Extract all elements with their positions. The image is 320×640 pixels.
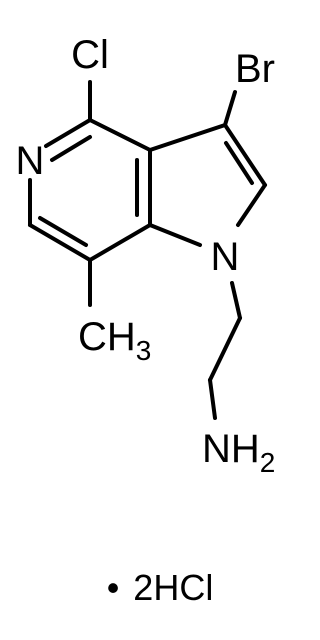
salt-bullet: • [107, 567, 120, 608]
salt-notation: • 2HCl [107, 567, 214, 608]
bond-c2-n1 [236, 183, 267, 227]
bond-c3a-c3 [148, 123, 227, 152]
atom-label-cl: Cl [71, 33, 109, 77]
pyrrole-ring [148, 123, 267, 247]
bond-c3-c2-inner [224, 141, 254, 185]
amine-h: H [231, 427, 260, 471]
amine-subscript: 2 [260, 447, 276, 478]
bond-c7-c6-inner [38, 216, 88, 247]
bond-ch2-ch2 [208, 316, 242, 382]
salt-formula: 2HCl [133, 567, 213, 608]
bond-c7a-c7 [88, 223, 152, 262]
atom-label-n-pyridine: N [16, 139, 45, 183]
substituent-bonds [88, 80, 242, 420]
bond-c3-c2 [223, 123, 267, 187]
bond-c4-c3a [88, 118, 152, 152]
atom-label-br: Br [235, 47, 275, 91]
amine-group-label: NH2 [202, 427, 275, 478]
pyridine-ring [28, 118, 152, 262]
bond-n1-c7a [148, 223, 202, 247]
bond-c3-br [223, 90, 237, 127]
chemical-structure: Cl Br N N CH3 NH2 •2HCl [16, 33, 276, 608]
bond-n1-ch2 [230, 281, 242, 320]
bond-n5-c4-inner [50, 135, 92, 162]
methyl-c: C [78, 315, 107, 359]
bond-ch2-nh2 [208, 378, 217, 420]
bond-n5-c4 [44, 118, 92, 148]
atom-label-n-pyrrole: N [211, 235, 240, 279]
methyl-group-label: CH3 [78, 315, 151, 366]
amine-n: N [202, 427, 231, 471]
methyl-subscript: 3 [136, 335, 152, 366]
bond-c7-c6 [28, 223, 92, 262]
methyl-h: H [107, 315, 136, 359]
